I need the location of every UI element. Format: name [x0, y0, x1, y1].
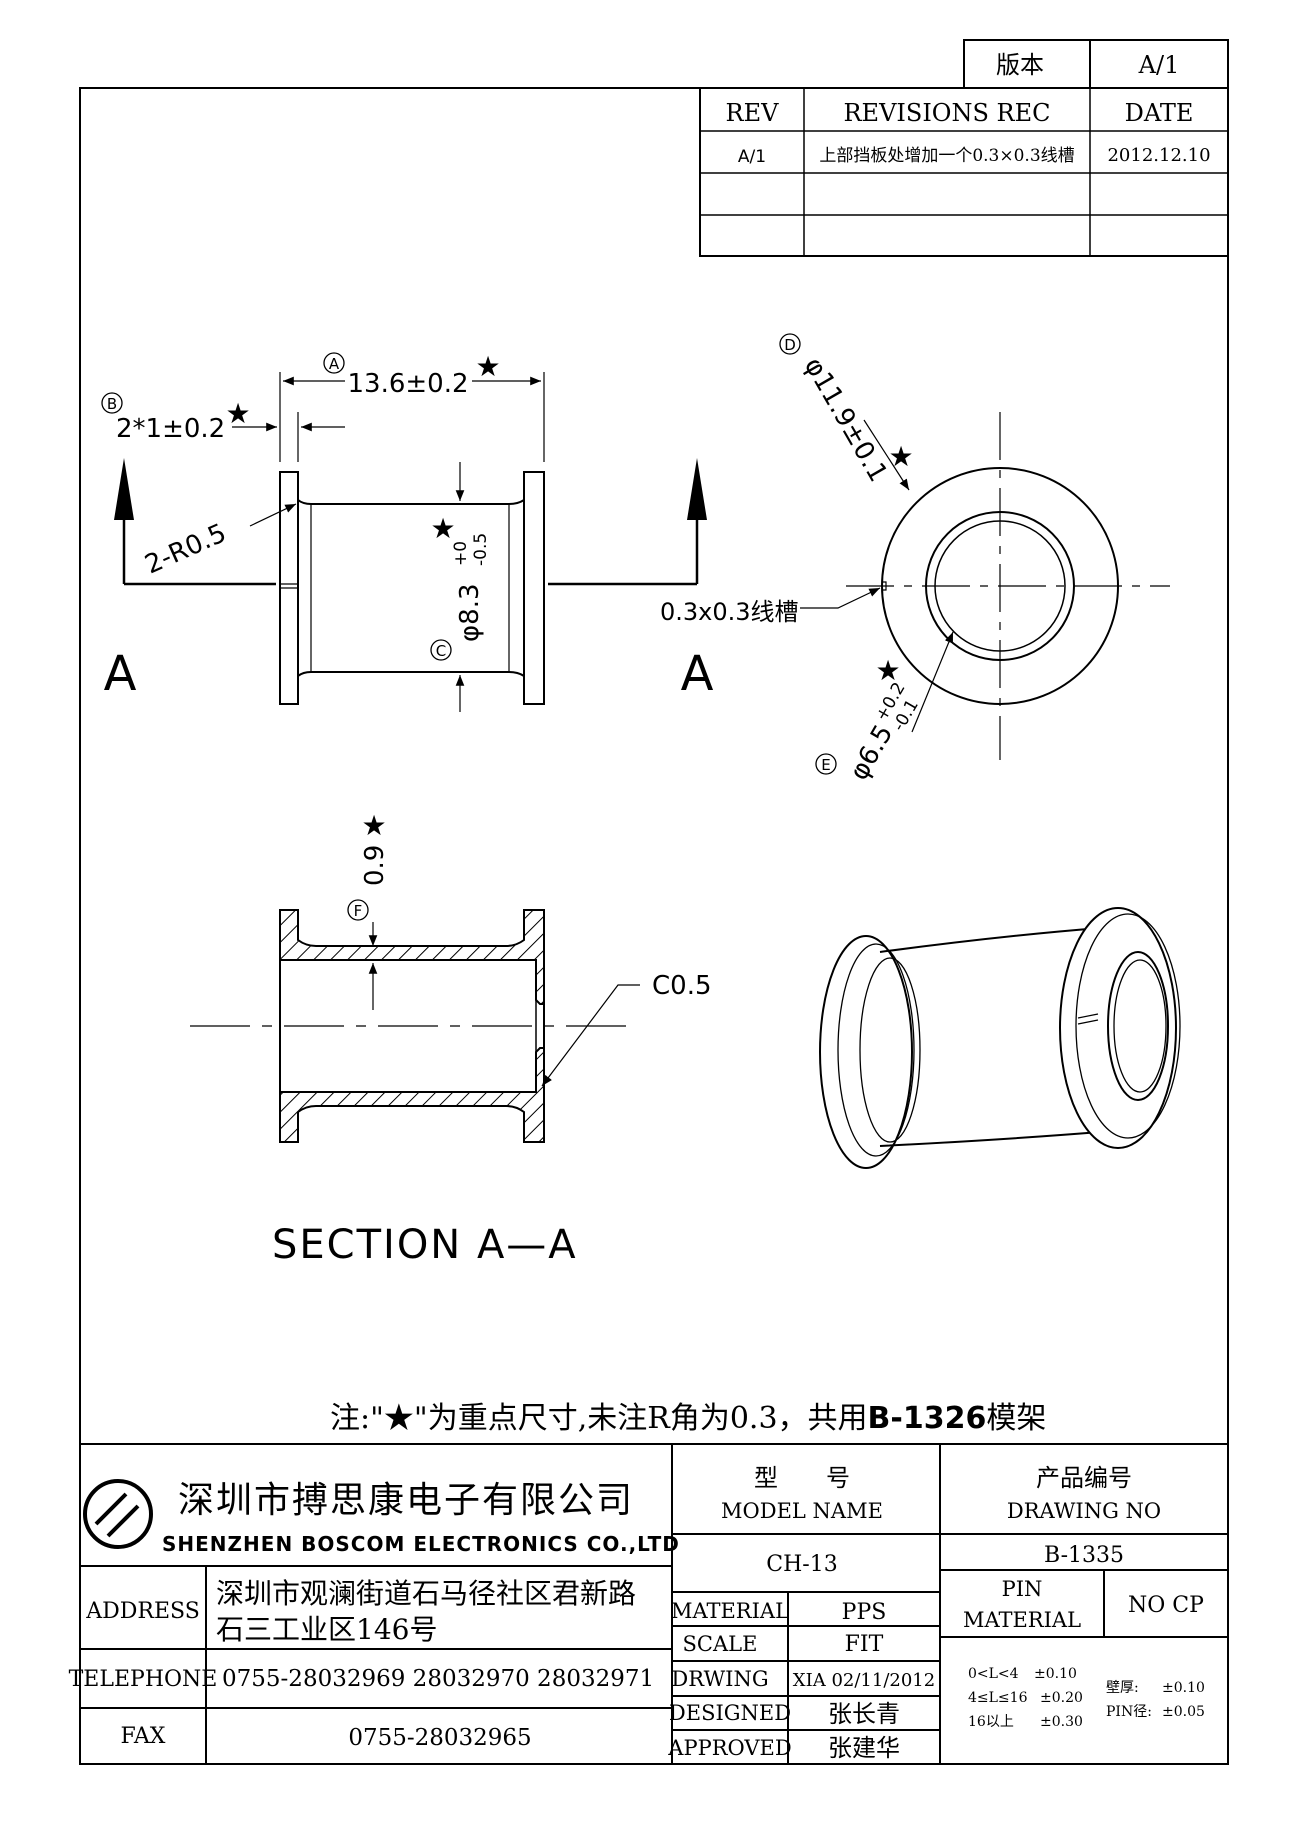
- note-prefix: 注:"★"为重点尺寸,未注R角为0.3，共用: [330, 1401, 868, 1436]
- dim-d-marker-circle: [779, 333, 801, 355]
- dim-e-marker-circle: [815, 753, 837, 775]
- fax-label: FAX: [121, 1724, 166, 1749]
- tolerance-value-2: ±0.20: [1040, 1690, 1083, 1706]
- version-value: A/1: [1138, 51, 1180, 79]
- dim-e-value: φ6.5: [844, 720, 899, 786]
- dim-c-tol-lower: -0.5: [471, 533, 491, 566]
- end-view-labels: D φ11.9±0.1 ★ 0.3x0.3线槽 ★ φ6.5 +0.2 -0.1…: [660, 333, 923, 786]
- dim-f-marker: F: [354, 902, 363, 920]
- dim-b-key: ★: [225, 397, 250, 430]
- dim-c-value: φ8.3: [455, 584, 485, 643]
- company-name-en: SHENZHEN BOSCOM ELECTRONICS CO.,LTD: [162, 1532, 680, 1556]
- general-note: 注:"★"为重点尺寸,未注R角为0.3，共用B-1326模架: [330, 1401, 1046, 1436]
- designed-value: 张长青: [828, 1700, 900, 1728]
- scale-label: SCALE: [683, 1632, 758, 1656]
- drawing-value: B-1335: [1044, 1543, 1124, 1568]
- address-line2: 石三工业区146号: [216, 1613, 437, 1646]
- note-suffix: 模架: [986, 1401, 1046, 1436]
- title-block-text: 深圳市搏思康电子有限公司 SHENZHEN BOSCOM ELECTRONICS…: [69, 1464, 1205, 1762]
- date-header: DATE: [1125, 99, 1194, 127]
- address-line1: 深圳市观澜街道石马径社区君新路: [216, 1577, 636, 1610]
- dim-d-key: ★: [888, 440, 913, 473]
- sheet-border: [79, 87, 1229, 1765]
- address-label: ADDRESS: [85, 1599, 200, 1624]
- drawing-label-en: DRAWING NO: [1007, 1499, 1161, 1523]
- drawing-by-value: XIA 02/11/2012: [793, 1670, 935, 1691]
- tolerance-value-1: ±0.10: [1034, 1666, 1077, 1682]
- approved-value: 张建华: [828, 1734, 900, 1762]
- drawing-by-label: DRWING: [671, 1667, 768, 1691]
- front-view-labels: A 13.6±0.2 ★ B 2*1±0.2 ★ 2-R0.5 ★ φ8.3 +…: [101, 350, 714, 702]
- approved-label: APPROVED: [667, 1736, 791, 1760]
- section-marker-left: A: [104, 646, 137, 702]
- drawing-label-cn: 产品编号: [1036, 1464, 1132, 1492]
- telephone-value: 0755-28032969 28032970 28032971: [222, 1666, 654, 1692]
- model-label-cn: 型 号: [754, 1464, 850, 1492]
- wall-thickness-value: ±0.10: [1162, 1680, 1205, 1696]
- dim-a-key: ★: [475, 350, 500, 383]
- revision-row-date: 2012.12.10: [1107, 145, 1210, 166]
- dim-e-key: ★: [875, 654, 900, 687]
- tolerance-range-3: 16以上: [968, 1714, 1014, 1730]
- dim-a-marker-circle: [323, 352, 345, 374]
- rev-header: REV: [726, 99, 780, 127]
- pin-diameter-value: ±0.05: [1162, 1704, 1205, 1720]
- dim-f-key: ★: [361, 809, 386, 842]
- tolerance-range-2: 4≤L≤16: [968, 1690, 1028, 1706]
- dim-c-tol-upper: +0: [451, 541, 471, 566]
- company-name-cn: 深圳市搏思康电子有限公司: [178, 1480, 634, 1521]
- front-view: [114, 372, 707, 712]
- dim-b-marker: B: [107, 395, 117, 413]
- dim-b-marker-circle: [101, 392, 123, 414]
- section-title: SECTION A—A: [272, 1222, 578, 1268]
- slot-label: 0.3x0.3线槽: [660, 598, 799, 626]
- material-value: PPS: [842, 1600, 887, 1625]
- dim-e-marker: E: [821, 756, 830, 774]
- company-logo: [83, 1479, 153, 1549]
- telephone-label: TELEPHONE: [69, 1667, 218, 1692]
- dim-c-key: ★: [430, 512, 455, 545]
- pin-diameter-label: PIN径:: [1106, 1704, 1152, 1720]
- radius-label: 2-R0.5: [141, 518, 231, 580]
- revision-row-description: 上部挡板处增加一个0.3×0.3线槽: [819, 146, 1074, 166]
- wall-thickness-label: 壁厚:: [1106, 1680, 1139, 1696]
- section-marker-right: A: [681, 646, 714, 702]
- tolerance-range-1: 0<L<4: [968, 1666, 1019, 1682]
- chamfer-label: C0.5: [652, 971, 712, 1001]
- dim-c-marker: C: [436, 642, 446, 660]
- material-label: MATERIAL: [671, 1599, 789, 1623]
- designed-label: DESIGNED: [669, 1701, 791, 1725]
- scale-value: FIT: [845, 1632, 884, 1657]
- note-model-ref: B-1326: [868, 1401, 987, 1436]
- version-label: 版本: [996, 51, 1044, 79]
- dim-d-value: φ11.9±0.1: [798, 353, 893, 488]
- dim-f-value: 0.9: [360, 845, 390, 886]
- tolerance-value-3: ±0.30: [1040, 1714, 1083, 1730]
- end-view: [800, 412, 1170, 760]
- dim-f-marker-circle: [347, 899, 369, 921]
- dim-b-value: 2*1±0.2: [116, 414, 225, 444]
- model-value: CH-13: [766, 1552, 837, 1577]
- model-label-en: MODEL NAME: [721, 1499, 883, 1523]
- dim-a-value: 13.6±0.2: [347, 369, 468, 399]
- isometric-view: [819, 907, 1181, 1169]
- dim-a-marker: A: [329, 355, 340, 373]
- dim-c-marker-circle: [430, 639, 452, 661]
- section-view-labels: ★ 0.9 F C0.5 SECTION A—A: [272, 809, 712, 1268]
- pin-material-value: NO CP: [1128, 1593, 1204, 1618]
- pin-material-label-line1: PIN: [1002, 1577, 1043, 1601]
- dim-d-marker: D: [784, 336, 796, 354]
- revision-box: 版本 A/1 REV REVISIONS REC DATE A/1 上部挡板处增…: [699, 39, 1229, 257]
- pin-material-label-line2: MATERIAL: [963, 1608, 1081, 1632]
- fax-value: 0755-28032965: [348, 1725, 531, 1751]
- title-block-grid: [80, 1443, 1228, 1764]
- section-view: [190, 909, 640, 1143]
- revision-row-rev: A/1: [738, 147, 766, 167]
- revisions-rec-header: REVISIONS REC: [843, 99, 1050, 127]
